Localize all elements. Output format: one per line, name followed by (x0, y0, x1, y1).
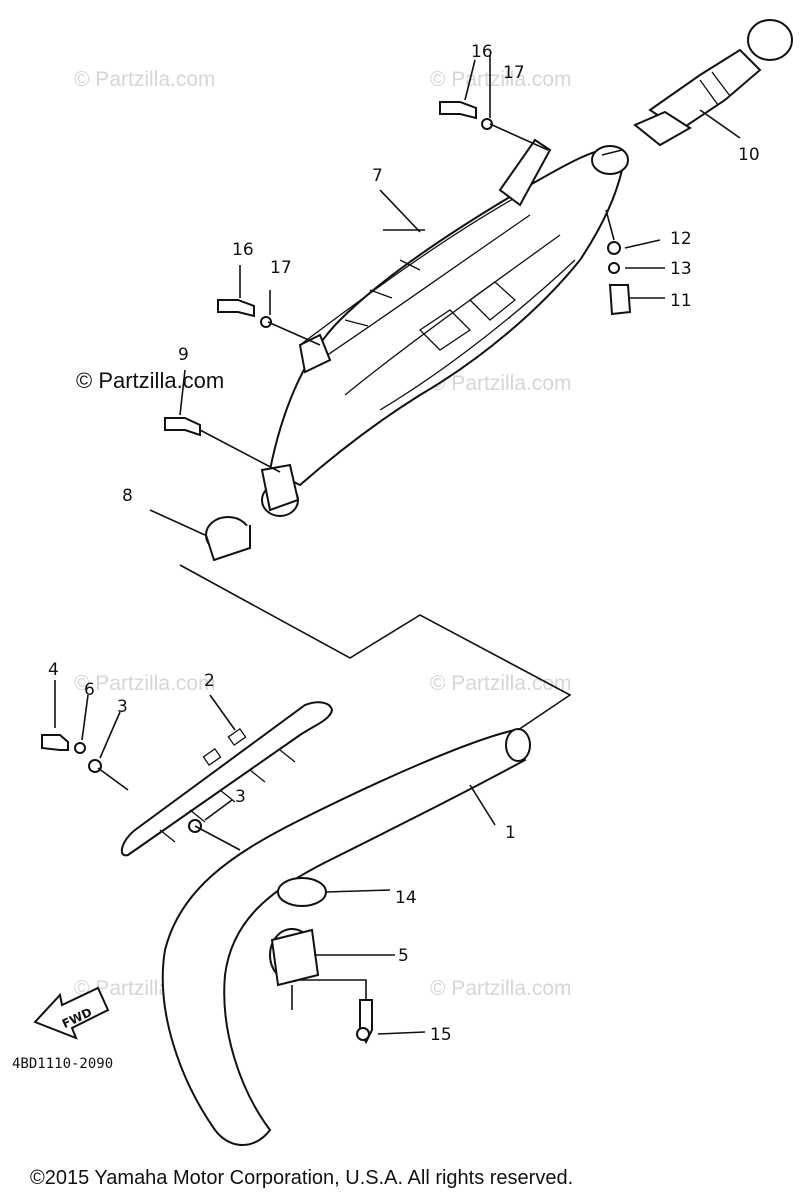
washer-17-top[interactable] (481, 118, 493, 130)
fasteners (41, 101, 632, 1045)
watermark-layer: © Partzilla.com © Partzilla.com © Partzi… (74, 68, 572, 1000)
watermark: © Partzilla.com (430, 372, 572, 395)
callout-3[interactable]: 3 (117, 697, 128, 717)
watermark: © Partzilla.com (74, 68, 216, 91)
bolt-11[interactable] (608, 284, 632, 316)
callout-16[interactable]: 16 (232, 240, 254, 260)
callout-17[interactable]: 17 (503, 63, 525, 83)
callout-14[interactable]: 14 (395, 888, 417, 908)
callout-15[interactable]: 15 (430, 1025, 452, 1045)
diagram-code: 4BD1110-2090 (12, 1056, 113, 1072)
washer-6[interactable] (74, 742, 86, 754)
bolt-9[interactable] (164, 417, 201, 437)
watermark: © Partzilla.com (74, 672, 216, 695)
watermark: © Partzilla.com (430, 977, 572, 1000)
callout-13[interactable]: 13 (670, 259, 692, 279)
callout-3[interactable]: 3 (235, 787, 246, 807)
callout-1[interactable]: 1 (505, 823, 516, 843)
bolt-4[interactable] (41, 734, 69, 751)
leader-lines (54, 55, 741, 1035)
watermark-strong: © Partzilla.com (76, 368, 224, 393)
bolt-15-head (356, 1027, 370, 1041)
washer-3-upper[interactable] (88, 759, 102, 773)
callout-4[interactable]: 4 (48, 660, 59, 680)
bolt-16-top[interactable] (439, 101, 477, 120)
callout-5[interactable]: 5 (398, 946, 409, 966)
bolt-16-mid[interactable] (217, 299, 255, 318)
forward-direction-arrow: FWD (33, 986, 110, 1040)
flange-part[interactable] (269, 928, 320, 987)
callout-labels: 1 2 3 3 4 5 6 7 8 9 10 11 12 13 14 15 16… (48, 42, 760, 1045)
callout-12[interactable]: 12 (670, 229, 692, 249)
callout-11[interactable]: 11 (670, 291, 692, 311)
washer-17-mid[interactable] (260, 316, 272, 328)
callout-7[interactable]: 7 (372, 166, 383, 186)
watermark: © Partzilla.com (430, 68, 572, 91)
callout-6[interactable]: 6 (84, 680, 95, 700)
washer-13[interactable] (608, 262, 620, 274)
gasket-part[interactable] (277, 877, 327, 907)
callout-17[interactable]: 17 (270, 258, 292, 278)
heat-protector-part[interactable] (120, 701, 334, 857)
callout-16[interactable]: 16 (471, 42, 493, 62)
muffler-joint-body (205, 525, 251, 562)
callout-9[interactable]: 9 (178, 345, 189, 365)
tail-pipe-part[interactable] (633, 19, 793, 147)
exhaust-pipe-part[interactable] (161, 728, 531, 1146)
callout-2[interactable]: 2 (204, 671, 215, 691)
washer-12[interactable] (607, 241, 621, 255)
callout-8[interactable]: 8 (122, 486, 133, 506)
watermark: © Partzilla.com (430, 672, 572, 695)
copyright-notice: ©2015 Yamaha Motor Corporation, U.S.A. A… (30, 1167, 573, 1189)
muffler-part[interactable] (260, 138, 629, 517)
callout-10[interactable]: 10 (738, 145, 760, 165)
